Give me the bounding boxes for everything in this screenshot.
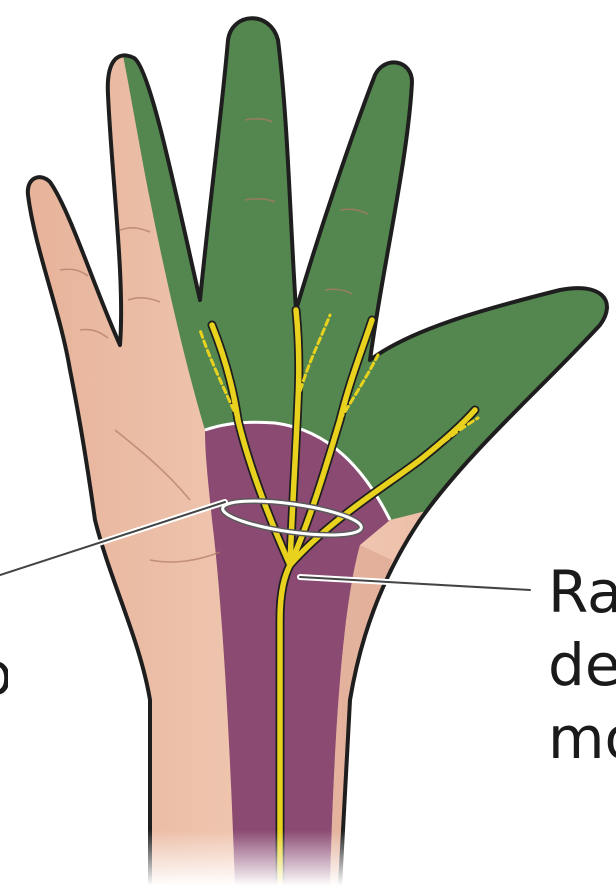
wrist-fade	[140, 830, 360, 886]
callout-line-3: mo	[548, 702, 616, 775]
hand	[28, 0, 616, 886]
left-edge-label-text: b	[0, 644, 8, 704]
left-edge-label-fragment: b	[0, 644, 8, 704]
callout-line-2: de	[548, 629, 616, 702]
callout-line-1: Ra	[548, 556, 616, 629]
right-callout-label: Ra de mo	[548, 556, 616, 775]
